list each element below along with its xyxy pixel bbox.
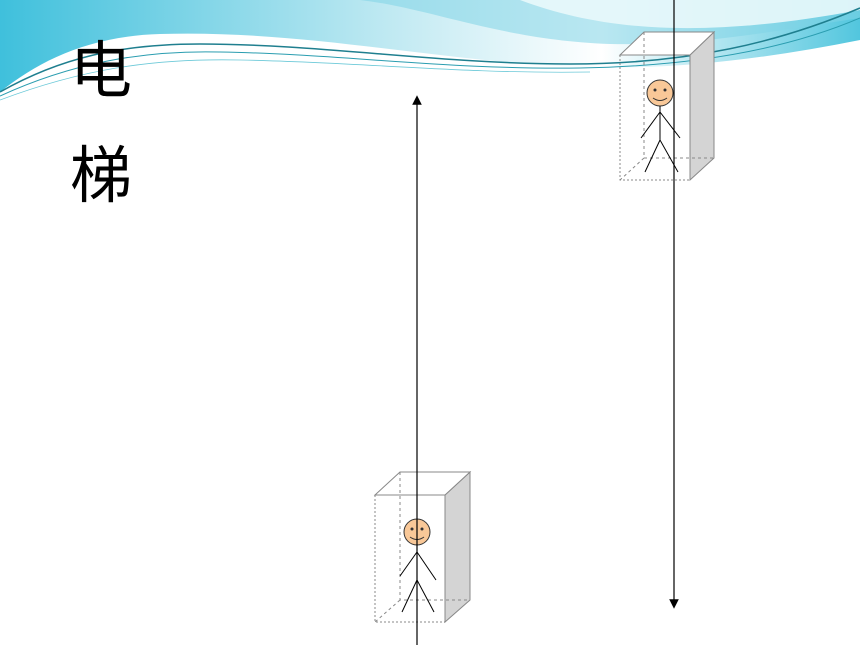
stick-figure-icon xyxy=(399,518,437,613)
title-char-ti: 梯 xyxy=(70,139,133,212)
title-char-dian: 电 xyxy=(70,34,133,107)
stick-figure-icon xyxy=(640,79,681,173)
elevator-box-icon xyxy=(618,30,716,182)
elevator-box-icon xyxy=(373,470,472,624)
